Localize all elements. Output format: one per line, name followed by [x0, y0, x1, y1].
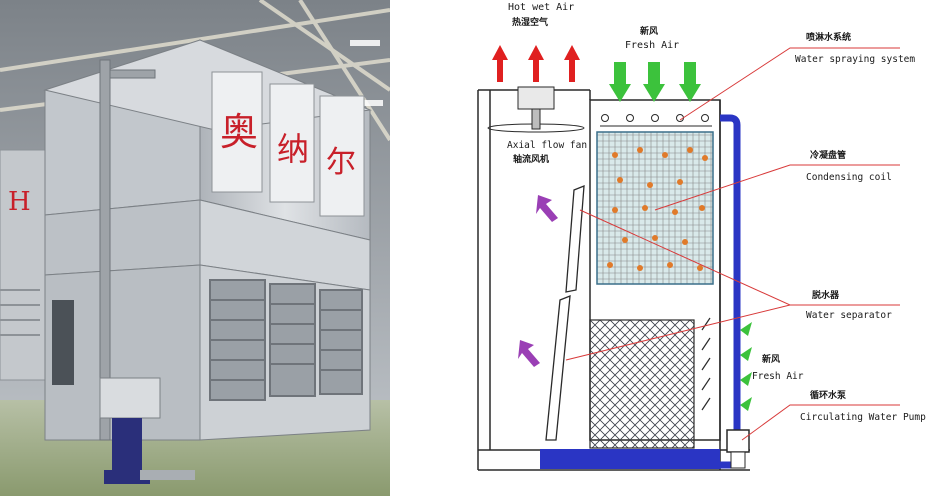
separator-label-cn: 脱水器 [812, 289, 840, 301]
sign-char-3: 尔 [326, 145, 356, 180]
hot-air-arrows [492, 45, 580, 82]
cooling-tower-schematic: Hot wet Air 热湿空气 新风 Fresh Air [477, 2, 926, 471]
spray-label: Water spraying system [795, 54, 915, 65]
fresh-air-top-label-cn: 新风 [640, 25, 658, 37]
coil-label: Condensing coil [806, 172, 892, 183]
fresh-air-side-arrows [740, 322, 752, 411]
pump-label: Circulating Water Pump [800, 412, 926, 423]
fresh-air-top-label: Fresh Air [625, 40, 679, 51]
water-basin [540, 449, 720, 469]
hot-wet-air-label-cn: 热湿空气 [512, 16, 548, 28]
circulating-water-pump [726, 429, 750, 469]
axial-fan-label-cn: 轴流风机 [513, 153, 549, 165]
fresh-air-side-label: Fresh Air [752, 371, 804, 382]
axial-fan-label: Axial flow fan [507, 140, 587, 151]
coil-droplets [607, 147, 708, 271]
main-unit: 奥 纳 尔 [43, 39, 372, 484]
separator-label: Water separator [806, 310, 892, 321]
sign-char-1: 奥 [220, 110, 258, 154]
ceiling-lights [350, 40, 383, 106]
air-inlet-louvers [209, 279, 363, 401]
circulating-pump [99, 377, 195, 484]
fill-pack [589, 319, 695, 449]
water-circulation-pipe [720, 114, 741, 430]
front-sign-panels: 奥 纳 尔 [211, 71, 365, 217]
exhaust-arrows [518, 195, 558, 367]
spray-nozzles [600, 114, 712, 127]
sign-char-2: 纳 [277, 130, 309, 168]
fresh-air-top-arrows [609, 62, 701, 102]
water-separators [545, 185, 585, 441]
coil-label-cn: 冷凝盘管 [810, 149, 846, 161]
leader-lines [565, 47, 900, 441]
cooling-tower-photo: H 奥 纳 尔 [0, 0, 390, 496]
spray-label-cn: 喷淋水系统 [806, 31, 851, 43]
side-access-door [52, 300, 74, 385]
fresh-air-side-label-cn: 新风 [762, 353, 780, 365]
water-pipe [99, 59, 111, 441]
background-unit: H [0, 149, 51, 381]
axial-flow-fan [487, 86, 585, 133]
hot-wet-air-label: Hot wet Air [508, 2, 574, 13]
side-sign-char: H [8, 187, 31, 217]
pump-label-cn: 循环水泵 [810, 389, 847, 401]
side-louvers [701, 317, 711, 411]
